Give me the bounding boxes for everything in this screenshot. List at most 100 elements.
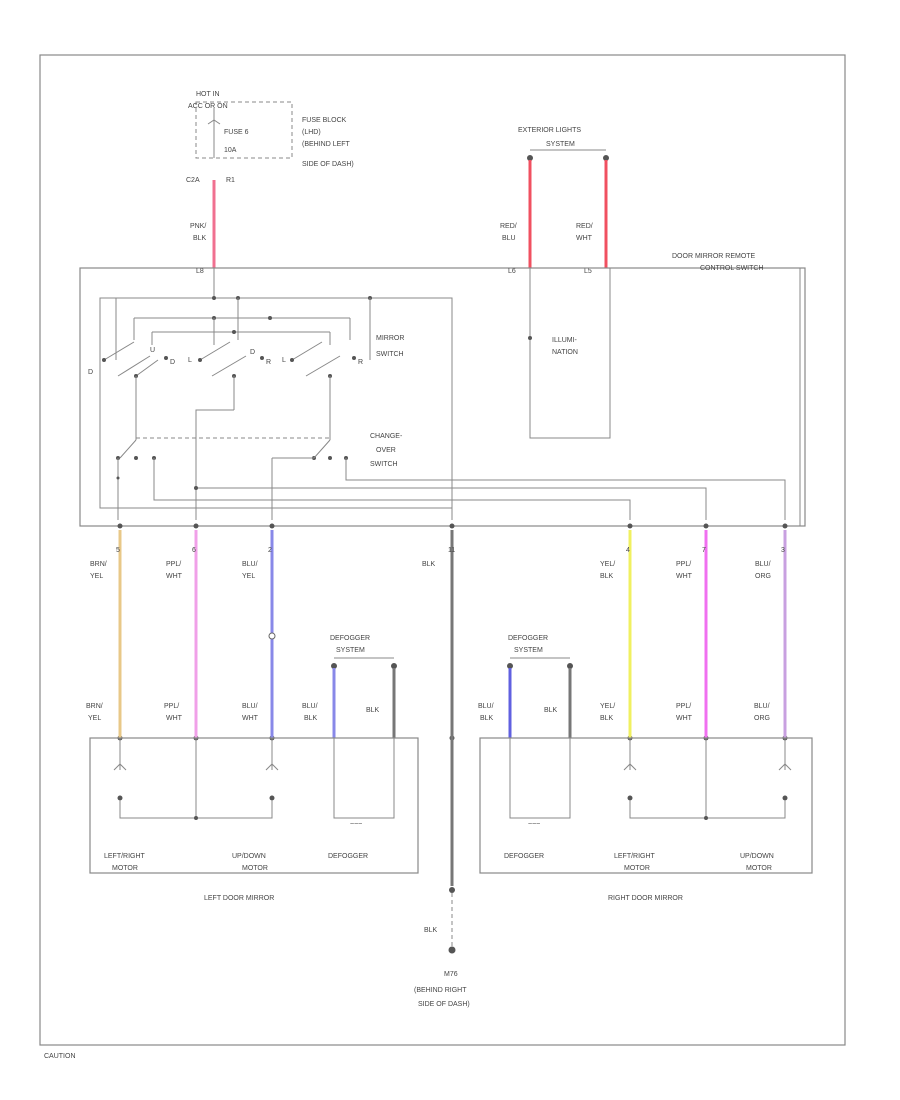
svg-text:~~~: ~~~: [528, 821, 540, 828]
wire-color-label: WHT: [676, 573, 693, 580]
wire-pin-number: 11: [448, 547, 455, 554]
left-comp-label: MOTOR: [112, 865, 138, 872]
wire-color-label: BLK: [600, 573, 614, 580]
exterior-lights: EXTERIOR LIGHTS SYSTEM RED/ BLU RED/ WHT: [500, 127, 609, 268]
defogger-right-label-1: DEFOGGER: [508, 635, 548, 642]
diagram-frame: [39, 54, 846, 1046]
changeover-label-3: SWITCH: [370, 461, 398, 468]
illumination-label-1: ILLUMI-: [552, 337, 578, 344]
ground-label-1: M76: [444, 971, 458, 978]
ground-label-3: SIDE OF DASH): [418, 1001, 470, 1008]
right-wire-label: BLK: [600, 715, 614, 722]
fuse-block-label-1: FUSE BLOCK: [302, 117, 347, 124]
exterior-lights-label-1: EXTERIOR LIGHTS: [518, 127, 581, 134]
switch-letter: L: [188, 357, 192, 364]
wire-color-label: PPL/: [676, 561, 691, 568]
switch-pin: [117, 523, 123, 529]
ground-wire-label: BLK: [424, 927, 438, 934]
left-wire-label: BLK: [304, 715, 318, 722]
right-comp-label: MOTOR: [624, 865, 650, 872]
wire-pin-number: 3: [781, 547, 785, 554]
switch-letter: U: [150, 347, 155, 354]
changeover-label-2: OVER: [376, 447, 396, 454]
left-comp-label: UP/DOWN: [232, 853, 266, 860]
wire-color-label: BLU/: [242, 561, 258, 568]
pin-top-l5: L5: [584, 268, 592, 275]
wire-color-label: BRN/: [90, 561, 107, 568]
switch-pin: [703, 523, 709, 529]
defogger-left-label-2: SYSTEM: [336, 647, 365, 654]
fuse-block: HOT IN ACC OR ON FUSE 6 10A FUSE BLOCK (…: [186, 91, 354, 184]
left-wire-label: BLK: [366, 707, 380, 714]
right-wire-label: BLK: [544, 707, 558, 714]
remote-switch-label-2: CONTROL SWITCH: [700, 265, 764, 272]
right-wire-label: ORG: [754, 715, 770, 722]
right-wire-label: BLU/: [478, 703, 494, 710]
left-wire-label: BRN/: [86, 703, 103, 710]
ext-wire-left-label-2: BLU: [502, 235, 516, 242]
ground-label-2: (BEHIND RIGHT: [414, 987, 467, 994]
connector-dot: [527, 155, 533, 161]
left-comp-label: LEFT/RIGHT: [104, 853, 146, 860]
illumination-label-2: NATION: [552, 349, 578, 356]
switch-letter: L: [282, 357, 286, 364]
defogger-system-right: DEFOGGER SYSTEM: [507, 635, 573, 738]
left-wire-label: YEL: [88, 715, 101, 722]
connector-dot: [603, 155, 609, 161]
right-wire-label: BLU/: [754, 703, 770, 710]
left-wire-label: BLU/: [242, 703, 258, 710]
pin-top-l6: L6: [508, 268, 516, 275]
ground: BLK M76 (BEHIND RIGHT SIDE OF DASH): [414, 738, 470, 1008]
hot-in-label-1: HOT IN: [196, 91, 220, 98]
right-comp-label: MOTOR: [746, 865, 772, 872]
wire-pin-number: 4: [626, 547, 630, 554]
left-comp-label: MOTOR: [242, 865, 268, 872]
switch-letter: D: [88, 369, 93, 376]
top-wire-label-1: PNK/: [190, 223, 206, 230]
wire-pin-number: 5: [116, 547, 120, 554]
switch-pin: [193, 523, 199, 529]
ext-wire-left-label-1: RED/: [500, 223, 517, 230]
fuse-pin-left: C2A: [186, 177, 200, 184]
right-comp-label: UP/DOWN: [740, 853, 774, 860]
wire-pin-number: 6: [192, 547, 196, 554]
right-comp-label: LEFT/RIGHT: [614, 853, 656, 860]
fuse-block-label-3: (BEHIND LEFT: [302, 141, 351, 148]
left-wire-label: BLU/: [302, 703, 318, 710]
mirror-switch-label-2: SWITCH: [376, 351, 404, 358]
defogger-system-left: DEFOGGER SYSTEM: [330, 635, 397, 738]
right-door-mirror: BLU/ BLK BLK YEL/ BLK PPL/ WHT BLU/ ORG …: [478, 703, 813, 902]
left-wire-label: WHT: [166, 715, 183, 722]
fuse-label-2: 10A: [224, 147, 237, 154]
hot-in-label-2: ACC OR ON: [188, 103, 228, 110]
pin-top-l8: L8: [196, 268, 204, 275]
defogger-left-label-1: DEFOGGER: [330, 635, 370, 642]
fuse-block-label-2: (LHD): [302, 129, 321, 136]
svg-text:~~~: ~~~: [350, 821, 362, 828]
right-comp-label: DEFOGGER: [504, 853, 544, 860]
switch-letter: R: [266, 359, 271, 366]
switch-pin: [269, 523, 275, 529]
wire-pin-number: 7: [702, 547, 706, 554]
fuse-pin-right: R1: [226, 177, 235, 184]
defogger-right-label-2: SYSTEM: [514, 647, 543, 654]
ext-wire-right-label-1: RED/: [576, 223, 593, 230]
right-wire-label: WHT: [676, 715, 693, 722]
right-wire-label: YEL/: [600, 703, 615, 710]
switch-pin: [449, 523, 455, 529]
top-wire-label-2: BLK: [193, 235, 207, 242]
fuse-label-1: FUSE 6: [224, 129, 249, 136]
wire-color-label: YEL: [242, 573, 255, 580]
switch-pin: [627, 523, 633, 529]
left-wire-label: PPL/: [164, 703, 179, 710]
fuse-block-label-4: SIDE OF DASH): [302, 161, 354, 168]
left-door-mirror: BRN/ YEL PPL/ WHT BLU/ WHT BLU/ BLK BLK …: [86, 703, 419, 902]
exterior-lights-label-2: SYSTEM: [546, 141, 575, 148]
right-wire-label: BLK: [480, 715, 494, 722]
switch-letter: D: [250, 349, 255, 356]
splice: [268, 632, 276, 640]
wire-pin-number: 2: [268, 547, 272, 554]
wire-color-label: YEL/: [600, 561, 615, 568]
wire-color-label: BLK: [422, 561, 436, 568]
wire-color-label: BLU/: [755, 561, 771, 568]
